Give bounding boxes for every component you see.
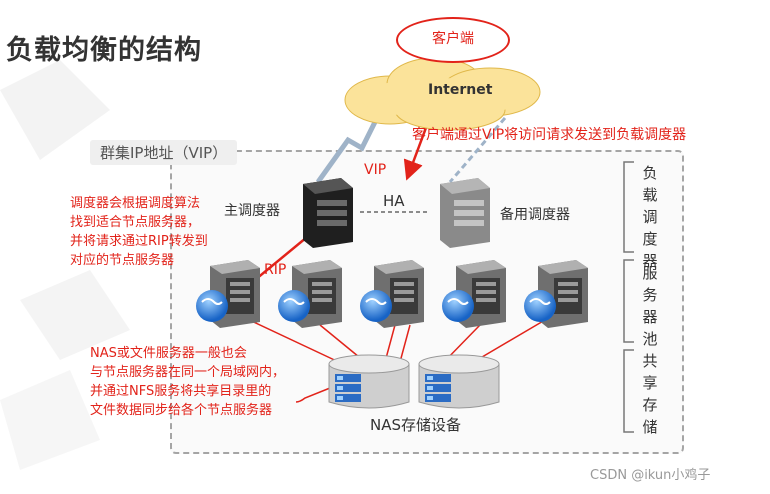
- scheduler-annotation-line-3: 并将请求通过RIP转发到: [70, 234, 208, 249]
- scheduler-annotation-line-4: 对应的节点服务器: [70, 253, 175, 268]
- backup-scheduler-icon: [440, 178, 490, 248]
- main-scheduler-icon: [303, 178, 353, 248]
- client-node: 客户端: [396, 17, 510, 63]
- nas-label: NAS存储设备: [370, 416, 462, 434]
- scheduler-annotation-line-2: 找到适合节点服务器，: [70, 215, 201, 230]
- node-server-4: [441, 259, 507, 329]
- scheduler-annotation: 调度器会根据调度算法 找到适合节点服务器， 并将请求通过RIP转发到 对应的节点…: [70, 194, 208, 270]
- side-label-storage: 共享存储: [642, 352, 658, 436]
- client-annotation: 客户端通过VIP将访问请求发送到负载调度器: [412, 127, 687, 143]
- vip-cluster-label: 群集IP地址（VIP）: [90, 140, 238, 165]
- nas-annotation-line-3: 并通过NFS服务将共享目录里的: [90, 384, 272, 399]
- nas-annotation-line-1: NAS或文件服务器一般也会: [90, 346, 247, 361]
- rip-label: RIP: [264, 262, 287, 278]
- nas-devices: [328, 354, 500, 409]
- watermark: CSDN @ikun小鸡子: [590, 468, 711, 483]
- scheduler-annotation-line-1: 调度器会根据调度算法: [70, 196, 201, 211]
- side-brackets: [623, 161, 634, 433]
- node-server-pool: [195, 259, 589, 329]
- ha-label: HA: [383, 192, 405, 210]
- main-scheduler-label: 主调度器: [224, 203, 280, 219]
- node-server-3: [359, 259, 425, 329]
- nas-device-1: [328, 354, 410, 409]
- backup-scheduler-label: 备用调度器: [500, 207, 570, 223]
- nas-annotation: NAS或文件服务器一般也会 与节点服务器在同一个局域网内， 并通过NFS服务将共…: [90, 344, 285, 420]
- side-label-balancer: 负载调度器: [642, 164, 658, 270]
- node-server-2: [277, 259, 343, 329]
- nas-device-2: [418, 354, 500, 409]
- side-label-pool: 服务器池: [642, 264, 658, 348]
- page-title: 负载均衡的结构: [6, 35, 202, 66]
- internet-label: Internet: [428, 82, 493, 98]
- node-server-5: [523, 259, 589, 329]
- node-server-1: [195, 259, 261, 329]
- internet-cloud: [344, 57, 541, 131]
- nas-annotation-line-4: 文件数据同步给各个节点服务器: [90, 403, 273, 418]
- nas-annotation-line-2: 与节点服务器在同一个局域网内，: [90, 365, 286, 380]
- vip-label: VIP: [364, 162, 387, 178]
